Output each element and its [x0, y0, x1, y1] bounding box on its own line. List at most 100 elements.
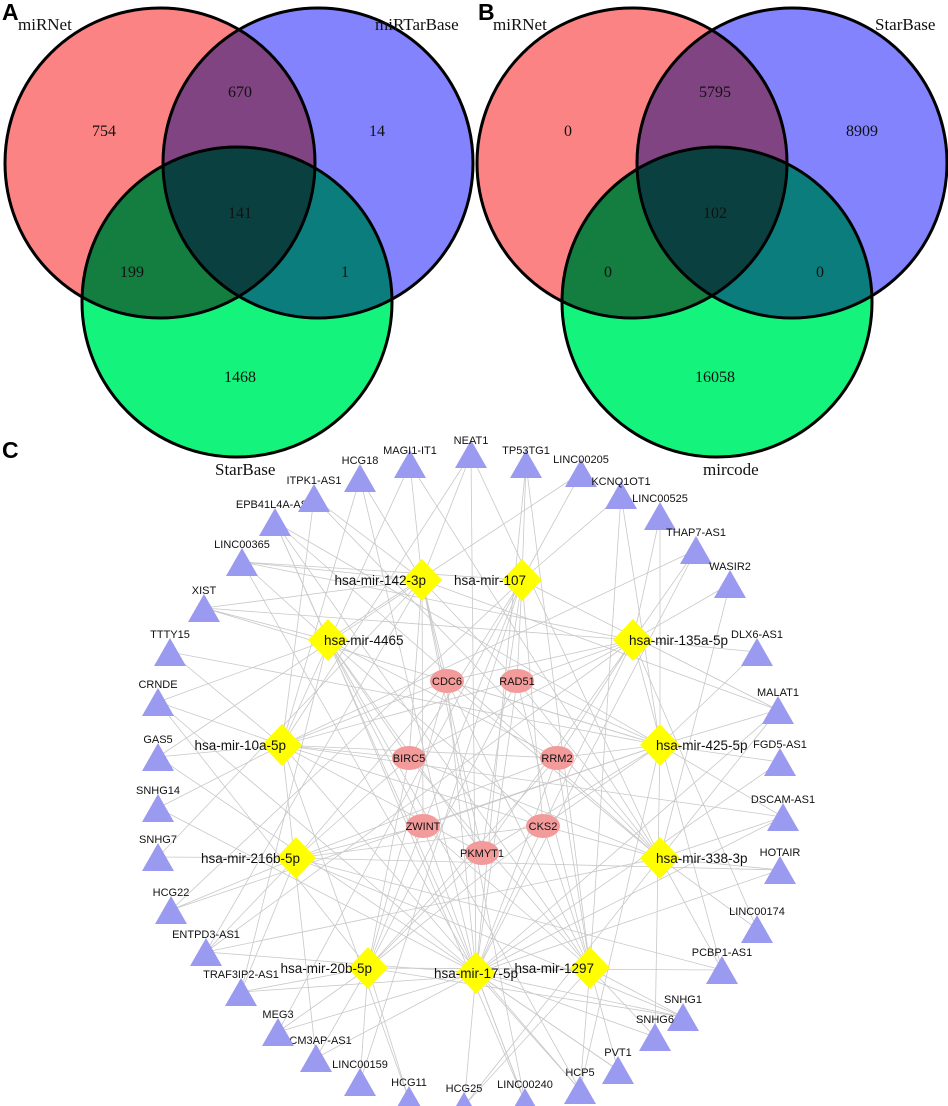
edge-lnc-mir: [409, 463, 661, 859]
edge-mir-mrna: [295, 680, 448, 859]
edge-lnc-mir: [274, 521, 661, 746]
mrna-node[interactable]: BIRC5: [392, 746, 426, 770]
lncrna-node[interactable]: SNHG14: [136, 785, 180, 822]
venn-a-outline-b: [161, 6, 475, 320]
mirna-node[interactable]: hsa-mir-425-5p: [640, 724, 748, 766]
mrna-ellipse: [392, 746, 426, 770]
mrna-node[interactable]: CKS2: [526, 814, 560, 838]
lncrna-node[interactable]: TRAF3IP2-AS1: [203, 969, 279, 1006]
edge-mir-mrna: [408, 579, 423, 759]
venn-b-outline-c: [560, 145, 874, 459]
mirna-node[interactable]: hsa-mir-17-5p: [434, 952, 518, 994]
lncrna-node[interactable]: PCBP1-AS1: [692, 947, 753, 984]
mirna-node[interactable]: hsa-mir-10a-5p: [194, 724, 302, 766]
lncrna-node[interactable]: LINC00525: [632, 493, 688, 530]
edge-lnc-mir: [157, 744, 283, 809]
mrna-node[interactable]: ZWINT: [406, 814, 441, 838]
lncrna-node[interactable]: MCM3AP-AS1: [280, 1035, 352, 1072]
panel-letter-a: A: [2, 0, 19, 25]
mirna-node[interactable]: hsa-mir-107: [454, 559, 542, 601]
edge-lnc-mir: [205, 857, 661, 953]
lncrna-node[interactable]: MALAT1: [757, 687, 799, 724]
lncrna-label: LINC00159: [332, 1059, 388, 1071]
mirna-diamond: [640, 837, 680, 879]
lncrna-triangle: [639, 1023, 671, 1051]
mrna-ellipse: [430, 669, 464, 693]
mirna-diamond: [640, 724, 680, 766]
mirna-label: hsa-mir-10a-5p: [194, 738, 286, 753]
mirna-node[interactable]: hsa-mir-20b-5p: [280, 947, 388, 989]
lncrna-node[interactable]: HCG18: [342, 455, 379, 492]
edge-lnc-mir: [241, 561, 423, 581]
lncrna-label: TTTY15: [150, 629, 190, 641]
lncrna-node[interactable]: DLX6-AS1: [731, 629, 783, 666]
edge-mir-mrna: [422, 579, 523, 827]
lncrna-label: DLX6-AS1: [731, 629, 783, 641]
edge-mir-mrna: [475, 680, 518, 974]
lncrna-triangle: [514, 1088, 536, 1106]
lncrna-node[interactable]: ENTPD3-AS1: [172, 929, 240, 966]
lncrna-node[interactable]: CRNDE: [138, 679, 178, 716]
lncrna-node[interactable]: TP53TG1: [502, 445, 550, 478]
mirna-node[interactable]: hsa-mir-135a-5p: [613, 619, 728, 661]
lncrna-node[interactable]: SNHG6: [636, 1014, 674, 1051]
edge-mir-mrna: [295, 757, 410, 859]
lncrna-triangle: [154, 638, 186, 666]
lncrna-node[interactable]: HOTAIR: [760, 847, 801, 884]
lncrna-label: CRNDE: [138, 679, 177, 691]
lncrna-node[interactable]: XIST: [188, 585, 220, 622]
mirna-node[interactable]: hsa-mir-4465: [308, 619, 404, 661]
lncrna-node[interactable]: LINC00205: [553, 454, 609, 487]
edge-mir-mrna: [281, 680, 448, 746]
venn-a-count-mirnet-only: 754: [92, 123, 116, 140]
lncrna-node[interactable]: GAS5: [142, 734, 174, 771]
edge-lnc-mir: [632, 583, 731, 641]
lncrna-node[interactable]: THAP7-AS1: [666, 527, 726, 564]
edge-mir-mrna: [446, 639, 634, 682]
mirna-node[interactable]: hsa-mir-1297: [514, 947, 610, 989]
lncrna-node[interactable]: SNHG1: [664, 994, 702, 1031]
lncrna-node[interactable]: KCNQ1OT1: [591, 476, 651, 509]
mirna-node[interactable]: hsa-mir-142-3p: [334, 559, 442, 601]
mrna-node[interactable]: CDC6: [430, 669, 464, 693]
mirna-node[interactable]: hsa-mir-216b-5p: [201, 837, 316, 879]
lncrna-node[interactable]: WASIR2: [709, 561, 751, 598]
lncrna-triangle: [741, 638, 773, 666]
lncrna-node[interactable]: HCP5: [564, 1067, 596, 1104]
lncrna-node[interactable]: ITPK1-AS1: [286, 475, 342, 512]
lncrna-label: SNHG6: [636, 1014, 674, 1026]
mrna-node[interactable]: RAD51: [499, 669, 535, 693]
lncrna-node[interactable]: LINC00174: [729, 906, 785, 943]
lncrna-node[interactable]: PVT1: [602, 1047, 634, 1084]
lncrna-label: TRAF3IP2-AS1: [203, 969, 279, 981]
lncrna-label: LINC00205: [553, 454, 609, 466]
mirna-node[interactable]: hsa-mir-338-3p: [640, 837, 748, 879]
lncrna-node[interactable]: LINC00240: [497, 1079, 553, 1106]
edge-mir-mrna: [481, 579, 523, 854]
lncrna-node[interactable]: HCG25: [446, 1083, 483, 1106]
lncrna-node[interactable]: TTTY15: [150, 629, 190, 666]
lncrna-node[interactable]: EPB41L4A-AS1: [236, 499, 314, 536]
edge-mir-mrna: [281, 744, 410, 759]
lncrna-node[interactable]: LINC00365: [214, 539, 270, 576]
mrna-node[interactable]: RRM2: [540, 746, 574, 770]
lncrna-node[interactable]: MEG3: [262, 1009, 294, 1046]
lncrna-label: LINC00174: [729, 906, 785, 918]
lncrna-node[interactable]: MAGI1-IT1: [383, 445, 437, 478]
edge-mir-mrna: [367, 680, 518, 969]
lncrna-triangle: [397, 1086, 421, 1106]
edge-lnc-mir: [632, 639, 758, 653]
lncrna-node[interactable]: HCG11: [391, 1077, 427, 1106]
edge-mir-mrna: [327, 639, 424, 827]
edge-mir-mrna: [327, 639, 558, 759]
lncrna-node[interactable]: LINC00159: [332, 1059, 388, 1096]
mirna-label: hsa-mir-1297: [514, 961, 594, 976]
mrna-node[interactable]: PKMYT1: [460, 841, 504, 865]
lncrna-node[interactable]: SNHG7: [139, 834, 177, 871]
edge-lnc-mir: [157, 701, 283, 746]
lncrna-node[interactable]: FGD5-AS1: [753, 739, 807, 776]
lncrna-node[interactable]: HCG22: [153, 887, 190, 924]
edge-lnc-mir: [240, 967, 591, 993]
lncrna-node[interactable]: NEAT1: [454, 435, 489, 468]
lncrna-node[interactable]: DSCAM-AS1: [751, 794, 815, 831]
